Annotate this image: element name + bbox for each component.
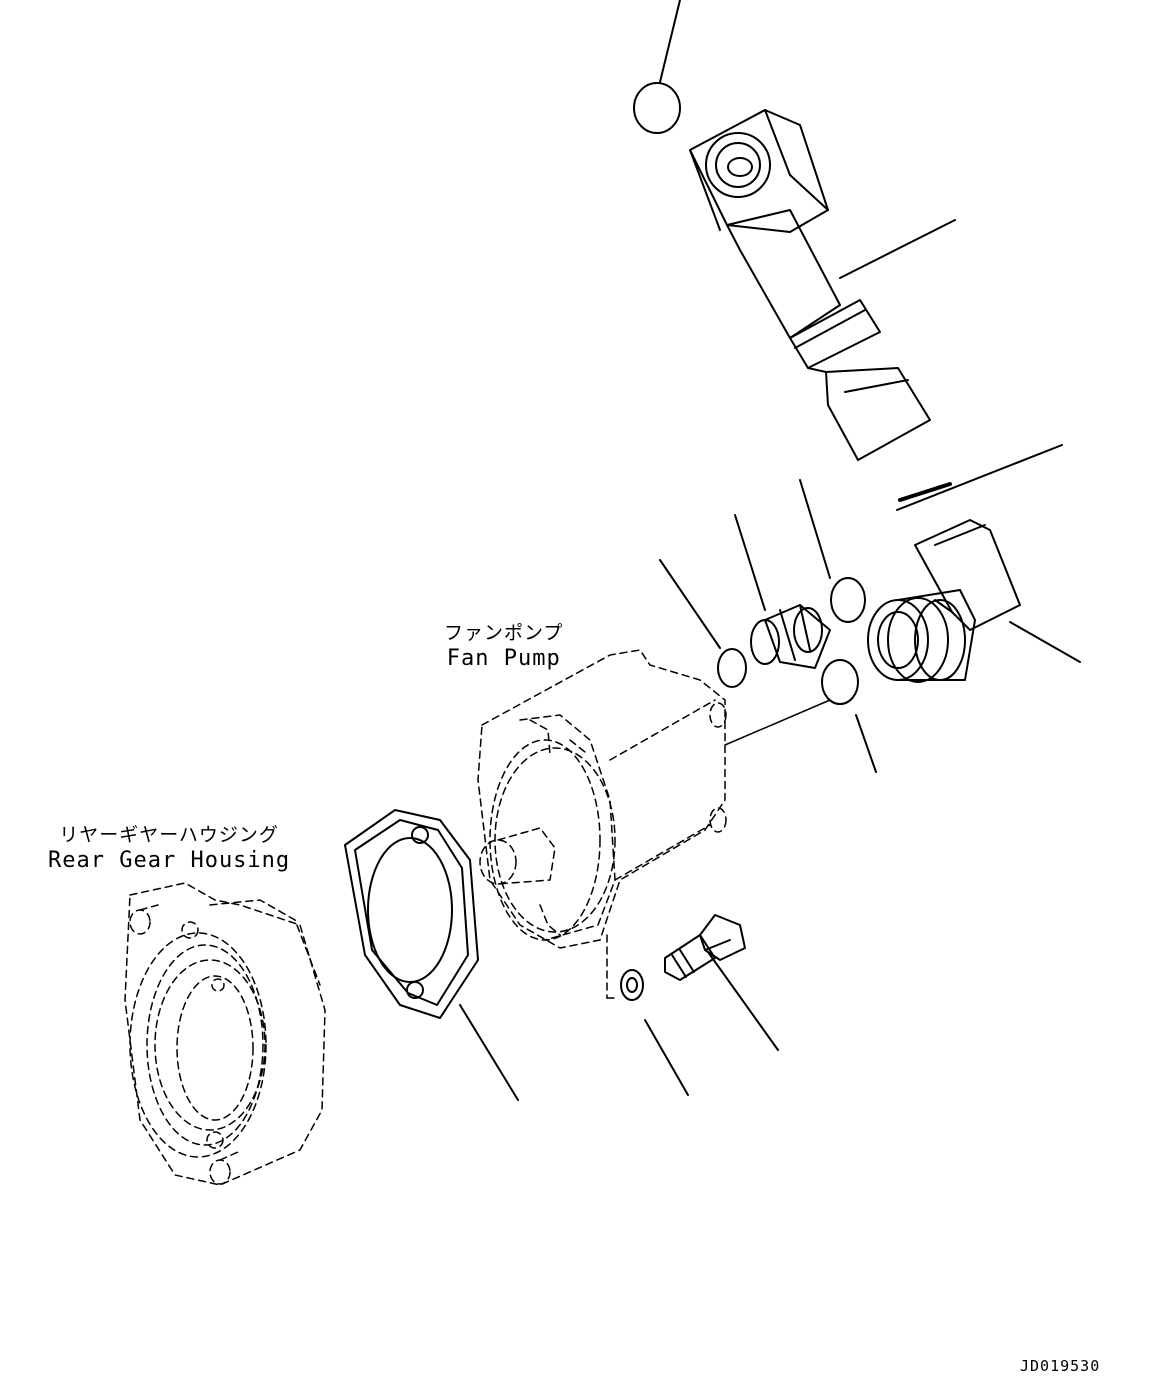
bolt-and-washer — [620, 914, 779, 1096]
rear-gear-housing — [124, 882, 326, 1186]
o-ring-right-lower — [821, 659, 859, 705]
rear-gear-housing-label: リヤーギヤーハウジング Rear Gear Housing — [48, 822, 290, 874]
washer — [620, 969, 644, 1001]
o-ring-small — [717, 648, 747, 688]
right-elbow-fitting — [799, 444, 1081, 773]
fan-pump — [477, 649, 727, 999]
o-ring-top — [633, 82, 681, 134]
drawing-id: JD019530 — [1020, 1357, 1101, 1375]
rear-gear-housing-label-en: Rear Gear Housing — [48, 848, 291, 873]
fan-pump-label-en: Fan Pump — [446, 646, 561, 671]
o-ring-right-upper — [830, 577, 866, 623]
gasket — [344, 809, 519, 1101]
fan-pump-label-jp: ファンポンプ — [444, 622, 564, 644]
nipple-connector — [659, 514, 831, 688]
fan-pump-label: ファンポンプ Fan Pump — [444, 620, 563, 672]
hose-elbow-assembly — [633, 0, 956, 461]
rear-gear-housing-label-jp: リヤーギヤーハウジング — [59, 824, 279, 846]
